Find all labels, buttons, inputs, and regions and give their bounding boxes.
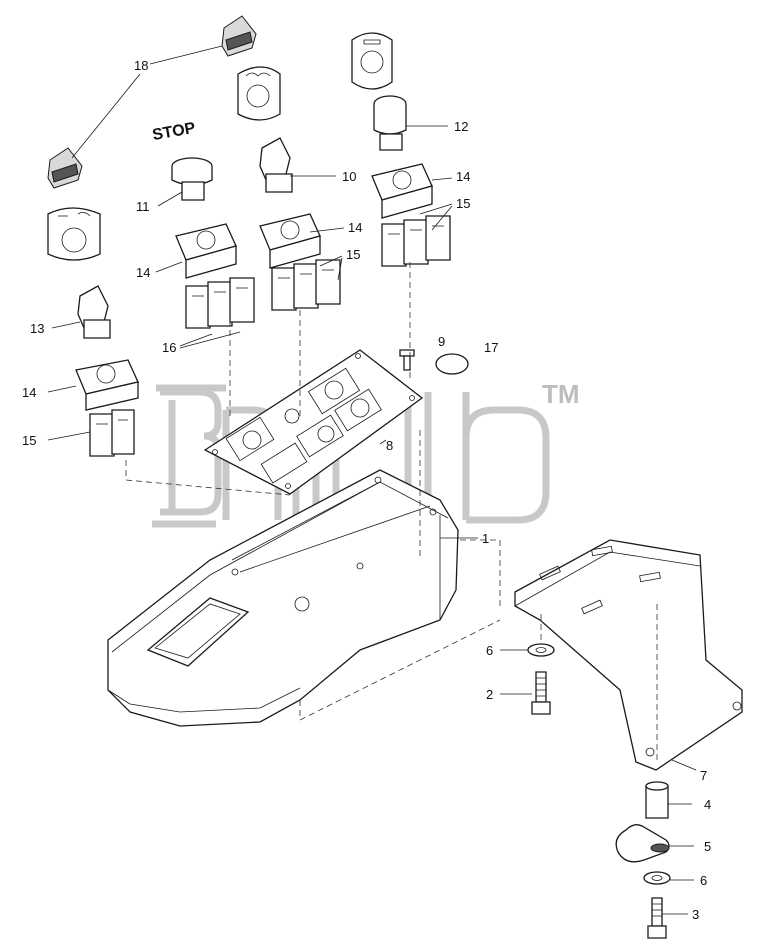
mounting-bracket (514, 539, 743, 771)
selector-knob-lower (47, 147, 83, 189)
callout-1: 1 (482, 531, 489, 546)
contact-block-pair-16 (185, 277, 255, 329)
callout-14-lower-left: 14 (22, 385, 36, 400)
callout-labels: 18 12 11 10 14 15 14 14 15 14 13 16 9 17… (22, 58, 711, 922)
mounting-adapter-3 (371, 163, 433, 219)
wiper-selector-switch (259, 137, 293, 193)
legend-plate-wiper (237, 66, 281, 121)
callout-6-upper: 6 (486, 643, 493, 658)
mounting-adapter-4 (75, 359, 139, 411)
callout-10: 10 (342, 169, 356, 184)
console-housing (107, 469, 459, 727)
callout-7: 7 (700, 768, 707, 783)
washer-upper (527, 643, 555, 657)
stop-pushbutton (171, 157, 213, 201)
callout-14-middle: 14 (348, 220, 362, 235)
selector-knob-upper (221, 15, 257, 57)
callout-15-top-right: 15 (456, 196, 470, 211)
spacer-sleeve (645, 781, 669, 819)
light-selector-switch (77, 285, 111, 339)
callout-4: 4 (704, 797, 711, 812)
callout-11: 11 (136, 199, 150, 214)
panel-screw (399, 349, 415, 371)
bolt-lower (647, 897, 667, 939)
horn-pushbutton (373, 95, 407, 151)
stop-label: STOP (151, 120, 197, 144)
mounting-adapter-1 (175, 223, 237, 279)
switch-panel-plate (203, 349, 424, 495)
legend-plate-horn (351, 32, 393, 90)
callout-6-lower: 6 (700, 873, 707, 888)
callout-14-left: 14 (136, 265, 150, 280)
bolt-upper (531, 671, 551, 715)
callout-9: 9 (438, 334, 445, 349)
callout-2: 2 (486, 687, 493, 702)
callout-17: 17 (484, 340, 498, 355)
callout-8: 8 (386, 438, 393, 453)
callout-3: 3 (692, 907, 699, 922)
callout-12: 12 (454, 119, 468, 134)
callout-14-top-right: 14 (456, 169, 470, 184)
assembly-guide-lines (125, 262, 658, 760)
contact-block-pair-15a (271, 259, 341, 311)
callout-5: 5 (704, 839, 711, 854)
callout-15-lower-left: 15 (22, 433, 36, 448)
washer-lower (643, 871, 671, 885)
trademark-mark: TM (542, 379, 580, 409)
contact-block-pair-15b (381, 215, 451, 267)
mounting-adapter-2 (259, 213, 321, 269)
callout-13: 13 (30, 321, 44, 336)
callout-leaders (47, 45, 697, 915)
legend-plate-light (47, 207, 101, 261)
callout-18: 18 (134, 58, 148, 73)
blanking-plug (435, 353, 469, 375)
contact-block-15c (89, 409, 135, 457)
cable-clamp (615, 824, 670, 863)
callout-16: 16 (162, 340, 176, 355)
callout-15-middle: 15 (346, 247, 360, 262)
